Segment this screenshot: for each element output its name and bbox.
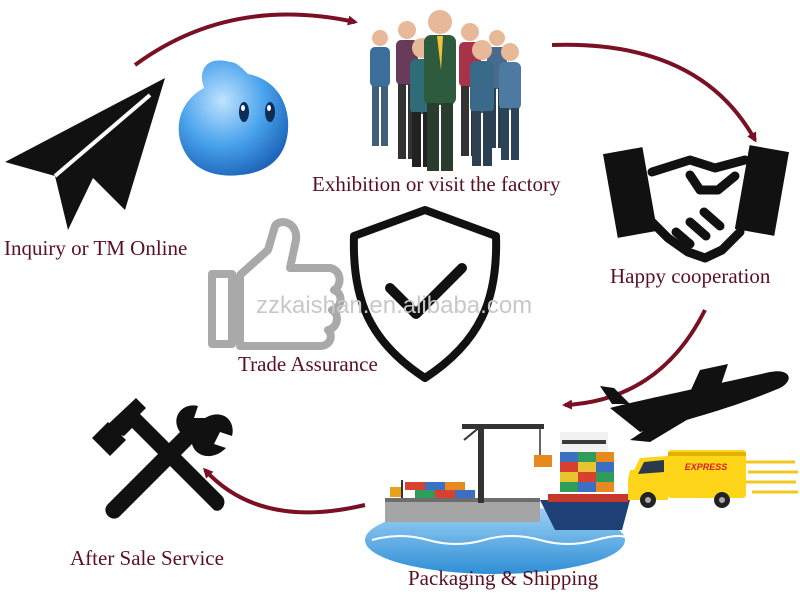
arrow-cooperation-to-shipping	[562, 309, 707, 410]
label-after-sale: After Sale Service	[70, 546, 224, 570]
cargo-port-icon	[365, 424, 631, 574]
shield-check-icon	[349, 206, 501, 382]
chat-bubble-icon	[178, 60, 289, 176]
paper-plane-icon	[5, 78, 165, 230]
label-inquiry: Inquiry or TM Online	[4, 236, 188, 260]
label-exhibition: Exhibition or visit the factory	[312, 172, 561, 196]
handshake-icon	[603, 145, 789, 263]
watermark-text: zzkaishan.en.alibaba.com	[256, 292, 533, 319]
business-people-icon	[370, 10, 521, 171]
airplane-icon	[600, 364, 789, 442]
flow-arrows	[133, 12, 757, 515]
arrow-exhibition-to-cooperation	[551, 42, 757, 143]
label-trade-assurance: Trade Assurance	[238, 352, 378, 376]
arrow-shipping-to-aftersale	[202, 467, 366, 515]
thumbs-up-icon	[208, 218, 345, 350]
label-cooperation: Happy cooperation	[610, 264, 771, 288]
hammer-wrench-icon	[92, 398, 233, 519]
label-shipping: Packaging & Shipping	[408, 566, 599, 590]
express-truck-icon: EXPRESS	[628, 450, 798, 508]
arrow-inquiry-to-exhibition	[133, 12, 358, 67]
express-truck-text: EXPRESS	[685, 462, 728, 472]
